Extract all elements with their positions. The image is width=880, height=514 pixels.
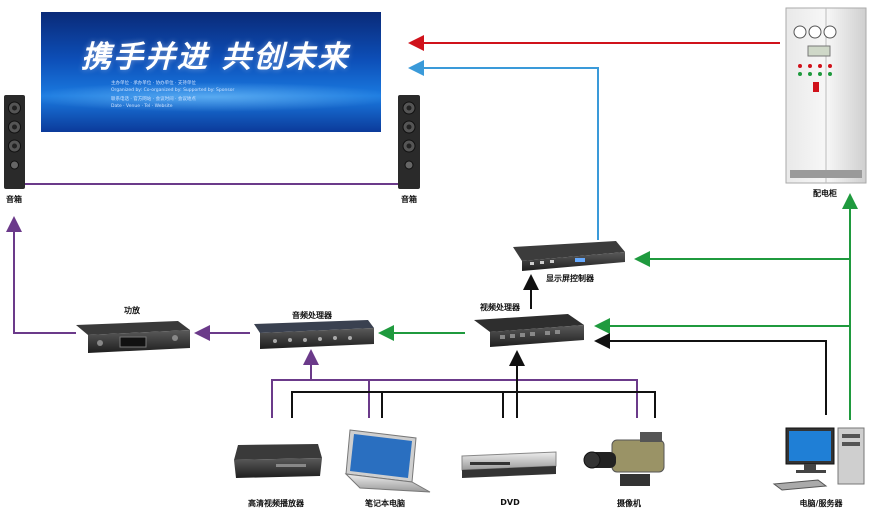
led-display-screen: 携手并进 共创未来 主办单位 · 承办单位 · 协办单位 · 支持单位 Orga… [41,12,381,132]
screen-line: 联系电话 · 官方网站 · 会议时间 · 会议地点 [111,97,196,102]
purple-bus-sources [271,379,638,418]
black-bus-sources [291,391,656,418]
screen-line: 主办单位 · 承办单位 · 协办单位 · 支持单位 [111,81,196,86]
label-speaker-right: 音箱 [401,195,417,204]
screen-line: Date · Venue · Tel · Website [111,104,173,109]
hd-video-player [234,444,322,478]
dvd-player [461,451,557,478]
speaker-right [398,95,420,189]
speaker-left [4,95,25,189]
distribution-cabinet [785,7,867,184]
video-camera [583,432,665,486]
label-amplifier: 功放 [124,306,140,315]
pc-server [772,427,865,491]
label-dvd: DVD [500,498,520,507]
video-processor [474,314,584,347]
label-video-processor: 视频处理器 [480,303,520,312]
label-speaker-left: 音箱 [6,195,22,204]
label-audio-processor: 音频处理器 [292,311,332,320]
label-pc-server: 电脑/服务器 [799,499,843,508]
purple-line-amp-to-speaker [6,216,76,334]
black-line-pc-to-video [594,333,827,415]
label-laptop: 笔记本电脑 [365,499,405,508]
label-hd-player: 高清视频播放器 [248,499,304,508]
label-display-controller: 显示屏控制器 [546,274,594,283]
laptop [344,429,431,493]
audio-processor [254,320,374,349]
blue-line-controller-to-screen [408,60,599,240]
screen-headline: 携手并进 共创未来 [81,40,350,75]
label-camera: 摄像机 [617,499,641,508]
screen-line: Organized by: Co-organized by: Supported… [111,88,235,93]
label-cabinet: 配电柜 [813,189,837,198]
amplifier [76,321,190,353]
connections [6,35,858,420]
display-controller [513,241,625,271]
